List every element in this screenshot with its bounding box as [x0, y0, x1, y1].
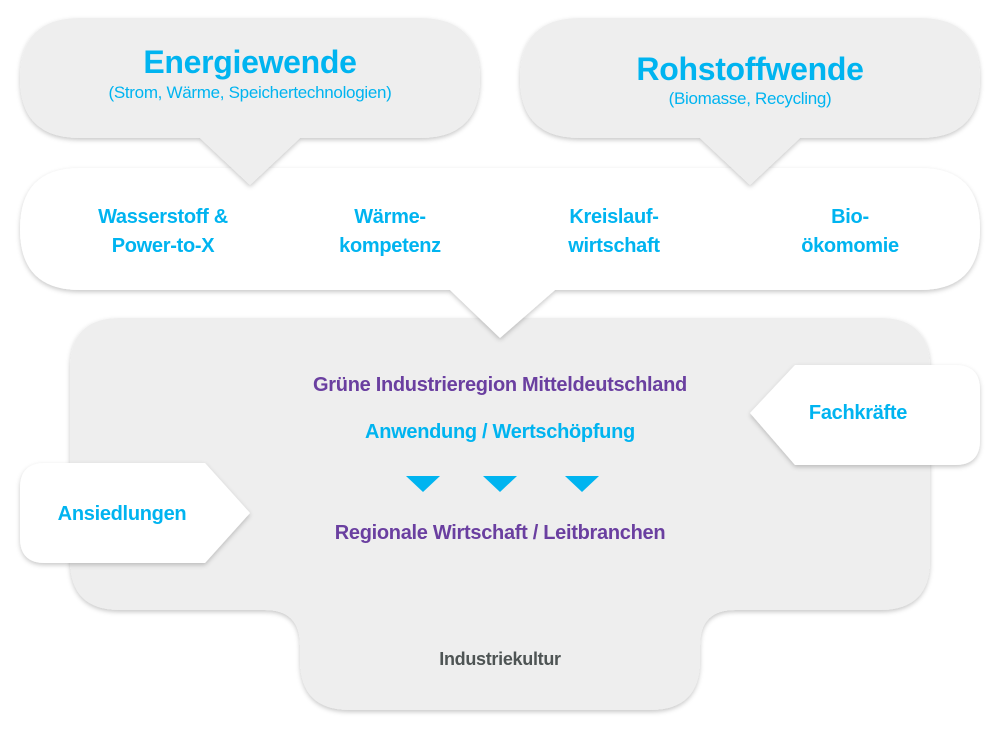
- field-line: kompetenz: [339, 235, 441, 257]
- fields-band-shape: [20, 168, 980, 338]
- down-arrow-icon: [483, 476, 517, 492]
- rohstoffwende-bubble-shape: [520, 18, 980, 185]
- rohstoffwende-title: Rohstoffwende: [636, 51, 864, 87]
- field-line: wirtschaft: [568, 235, 660, 257]
- energiewende-bubble-shape: [20, 18, 480, 185]
- field-waerme: Wärme-kompetenz: [339, 203, 441, 261]
- field-line: Power-to-X: [111, 235, 215, 257]
- energiewende-subtitle: (Strom, Wärme, Speichertechnologien): [108, 83, 392, 102]
- ansiedlungen-shape: [20, 463, 250, 563]
- down-arrow-icon: [406, 476, 440, 492]
- core-bottom: Regionale Wirtschaft / Leitbranchen: [334, 522, 666, 544]
- field-kreislauf: Kreislauf-wirtschaft: [568, 203, 660, 261]
- core-title: Grüne Industrieregion Mitteldeutschland: [313, 374, 687, 396]
- core-subtitle: Anwendung / Wertschöpfung: [365, 421, 635, 443]
- fachkraefte-shape: [750, 365, 980, 465]
- core-region-shape: [70, 318, 930, 710]
- field-line: Wärme-: [354, 206, 426, 228]
- energiewende-title: Energiewende: [143, 44, 357, 80]
- field-line: Kreislauf-: [569, 206, 659, 228]
- field-line: Wasserstoff &: [98, 206, 228, 228]
- side-right-label: Fachkräfte: [808, 402, 908, 424]
- field-line: ökomomie: [801, 235, 899, 257]
- field-bio: Bio-ökomomie: [801, 203, 899, 261]
- field-line: Bio-: [831, 206, 869, 228]
- down-arrow-icon: [565, 476, 599, 492]
- side-left-label: Ansiedlungen: [57, 503, 187, 525]
- rohstoffwende-subtitle: (Biomasse, Recycling): [668, 89, 832, 108]
- field-wasserstoff: Wasserstoff & Power-to-X: [98, 203, 228, 261]
- core-base: Industriekultur: [439, 649, 561, 669]
